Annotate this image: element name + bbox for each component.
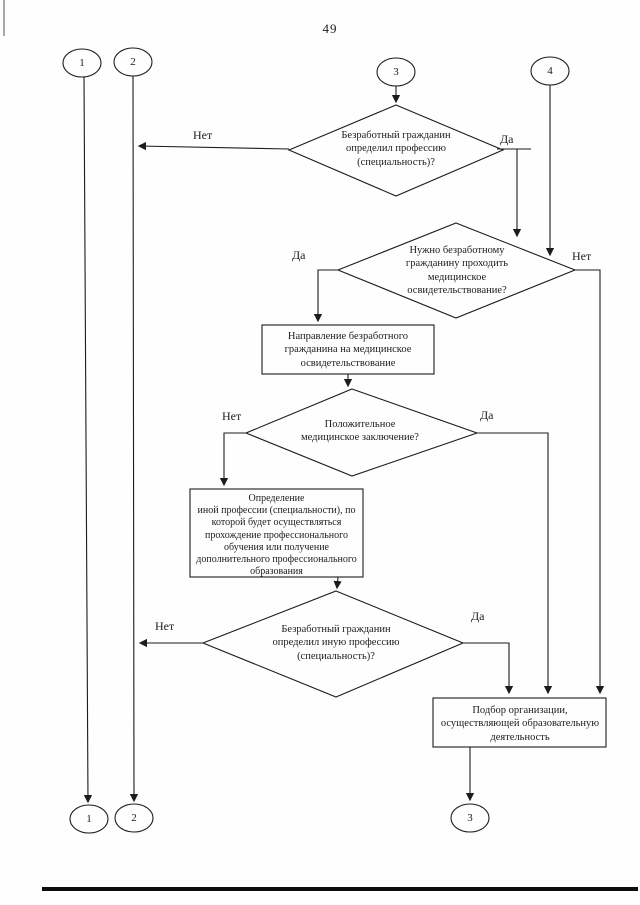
decision-medical-exam-needed [336,222,577,319]
page-bottom-rule [42,887,638,891]
edge-decision2-yes [313,269,338,323]
edge-process2-to-decision4 [333,576,342,590]
decision-positive-medical-report-text: Положительное медицинское заключение? [301,419,419,444]
edge-decision3-yes [477,432,553,695]
connector-1-bottom-circle [69,804,109,834]
connector-3-bottom-circle [450,803,490,833]
label-decision4-no: Нет [155,619,175,633]
connector-3-bottom-label: 3 [467,812,473,824]
process-define-other-profession-box [189,488,364,578]
process-select-organization-text: Подбор организации, осуществляющей образ… [440,705,600,743]
decision-positive-medical-report [244,388,479,477]
edge-connector1-passthrough [83,76,93,804]
connector-2-bottom-label: 2 [131,812,137,824]
connector-2-top-label: 2 [130,56,136,68]
edge-decision2-no [575,269,605,695]
edge-decision4-yes [463,642,514,695]
decision-other-profession-chosen [201,590,465,698]
process-define-other-profession-text: Определение иной профессии (специальност… [196,493,357,578]
decision-medical-exam-needed-text: Нужно безработному гражданину проходить … [405,245,509,297]
label-decision1-no: Нет [193,128,213,142]
edge-connector2-passthrough [129,75,139,803]
edge-decision1-no [137,142,290,151]
label-decision4-yes: Да [471,609,485,623]
label-decision3-yes: Да [480,408,494,422]
connector-4-top-label: 4 [547,65,553,77]
label-decision3-no: Нет [222,409,242,423]
connector-3-top-label: 3 [393,66,399,78]
connector-1-top-circle [62,48,102,78]
page-number: 49 [322,21,338,36]
label-decision2-no: Нет [572,249,592,263]
connector-2-bottom-circle [114,803,154,833]
process-medical-referral-text: Направление безработного гражданина на м… [284,331,412,369]
process-select-organization-box [432,697,607,748]
label-decision2-yes: Да [292,248,306,262]
decision-profession-chosen-text: Безработный гражданин определил професси… [341,130,451,168]
edge-decision3-no [219,432,246,487]
label-decision1-yes: Да [500,132,514,146]
connector-1-top-label: 1 [79,57,85,69]
decision-profession-chosen [287,104,505,197]
decision-other-profession-chosen-text: Безработный гражданин определил иную про… [272,624,400,662]
connector-1-bottom-label: 1 [86,813,92,825]
